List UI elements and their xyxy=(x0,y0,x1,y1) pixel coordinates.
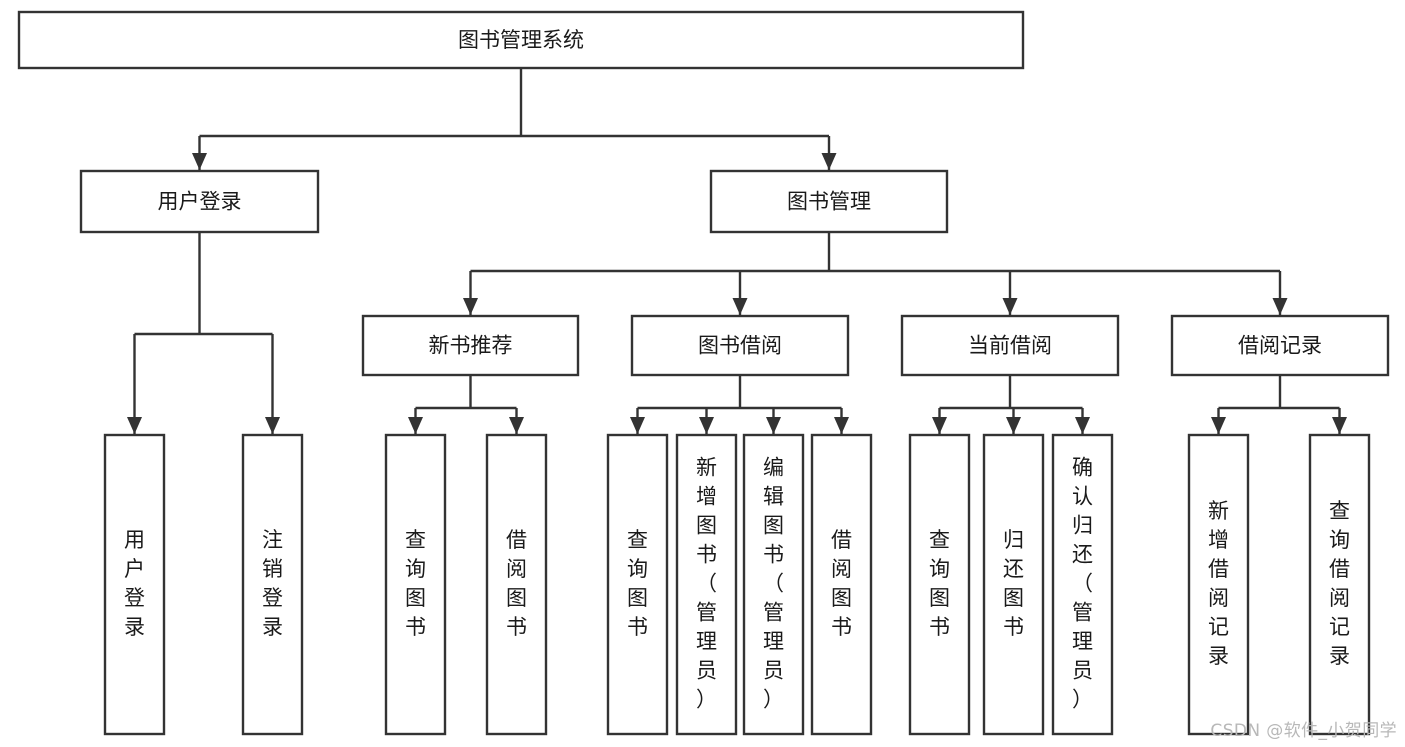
node-leaf-edit-book-admin-box xyxy=(742,433,805,736)
node-leaf-query-book-current-label: 查询图书 xyxy=(929,528,950,639)
connector-layer xyxy=(127,68,1347,434)
node-leaf-add-borrow-record-box xyxy=(1187,433,1250,736)
arrow-head-icon xyxy=(1002,298,1018,315)
node-leaf-borrow-book[interactable]: 借阅图书 xyxy=(810,433,873,736)
arrow-head-icon xyxy=(1075,417,1090,434)
node-l2-book-borrow[interactable]: 图书借阅 xyxy=(630,314,850,377)
node-l2-borrow-record-label: 借阅记录 xyxy=(1238,334,1322,358)
node-l1-user-login-label: 用户登录 xyxy=(158,190,242,214)
node-leaf-confirm-return-admin-box xyxy=(1051,433,1114,736)
node-leaf-add-borrow-record[interactable]: 新增借阅记录 xyxy=(1187,433,1250,736)
node-leaf-query-book-borrow[interactable]: 查询图书 xyxy=(606,433,669,736)
arrow-head-icon xyxy=(821,153,837,170)
arrow-head-icon xyxy=(766,417,781,434)
arrow-head-icon xyxy=(1272,298,1288,315)
arrow-head-icon xyxy=(1211,417,1226,434)
node-leaf-logout-login-box xyxy=(241,433,304,736)
arrow-head-icon xyxy=(932,417,947,434)
node-root[interactable]: 图书管理系统 xyxy=(17,10,1025,70)
node-l1-book-manage-box xyxy=(709,169,949,234)
node-l2-new-book-recommend[interactable]: 新书推荐 xyxy=(361,314,580,377)
node-leaf-return-book[interactable]: 归还图书 xyxy=(982,433,1045,736)
arrow-head-icon xyxy=(1332,417,1347,434)
node-leaf-query-borrow-record[interactable]: 查询借阅记录 xyxy=(1308,433,1371,736)
node-leaf-user-login-box xyxy=(103,433,166,736)
node-leaf-query-book-borrow-box xyxy=(606,433,669,736)
arrow-head-icon xyxy=(509,417,524,434)
arrow-head-icon xyxy=(265,417,280,434)
node-leaf-query-book-current[interactable]: 查询图书 xyxy=(908,433,971,736)
arrow-head-icon xyxy=(834,417,849,434)
node-leaf-user-login[interactable]: 用户登录 xyxy=(103,433,166,736)
node-leaf-query-borrow-record-box xyxy=(1308,433,1371,736)
node-l2-current-borrow-box xyxy=(900,314,1120,377)
node-l2-borrow-record[interactable]: 借阅记录 xyxy=(1170,314,1390,377)
node-leaf-borrow-book-label: 借阅图书 xyxy=(831,528,852,639)
node-leaf-return-book-box xyxy=(982,433,1045,736)
node-leaf-user-login-label: 用户登录 xyxy=(124,528,145,639)
node-leaf-query-book-borrow-label: 查询图书 xyxy=(627,528,648,639)
node-root-box xyxy=(17,10,1025,70)
node-leaf-logout-login[interactable]: 注销登录 xyxy=(241,433,304,736)
node-l1-user-login-box xyxy=(79,169,320,234)
arrow-head-icon xyxy=(1006,417,1021,434)
node-leaf-add-book-admin-label: 新增图书（管理员） xyxy=(696,456,717,712)
node-leaf-add-book-admin-box xyxy=(675,433,738,736)
arrow-head-icon xyxy=(463,298,478,315)
node-l2-current-borrow-label: 当前借阅 xyxy=(968,334,1052,358)
arrow-head-icon xyxy=(732,298,748,315)
node-leaf-confirm-return-admin-label: 确认归还（管理员） xyxy=(1072,456,1093,712)
node-leaf-edit-book-admin-label: 编辑图书（管理员） xyxy=(763,456,784,712)
node-leaf-query-book-current-box xyxy=(908,433,971,736)
node-l2-current-borrow[interactable]: 当前借阅 xyxy=(900,314,1120,377)
node-leaf-edit-book-admin[interactable]: 编辑图书（管理员） xyxy=(742,433,805,736)
arrow-head-icon xyxy=(192,153,207,170)
node-l2-book-borrow-label: 图书借阅 xyxy=(698,334,782,358)
node-l1-book-manage[interactable]: 图书管理 xyxy=(709,169,949,234)
node-leaf-confirm-return-admin[interactable]: 确认归还（管理员） xyxy=(1051,433,1114,736)
node-leaf-borrow-book-box xyxy=(810,433,873,736)
node-leaf-add-book-admin[interactable]: 新增图书（管理员） xyxy=(675,433,738,736)
node-leaf-borrow-book-recommend-box xyxy=(485,433,548,736)
node-l2-new-book-recommend-label: 新书推荐 xyxy=(429,334,513,358)
node-leaf-add-borrow-record-label: 新增借阅记录 xyxy=(1208,499,1229,668)
node-leaf-query-borrow-record-label: 查询借阅记录 xyxy=(1329,499,1350,668)
node-l2-book-borrow-box xyxy=(630,314,850,377)
node-leaf-borrow-book-recommend-label: 借阅图书 xyxy=(506,528,527,639)
node-leaf-query-book-recommend[interactable]: 查询图书 xyxy=(384,433,447,736)
node-l1-book-manage-label: 图书管理 xyxy=(787,190,871,214)
arrow-head-icon xyxy=(408,417,423,434)
node-layer: 图书管理系统用户登录图书管理新书推荐图书借阅当前借阅借阅记录用户登录注销登录查询… xyxy=(17,10,1390,736)
node-leaf-logout-login-label: 注销登录 xyxy=(262,528,283,639)
arrow-head-icon xyxy=(699,417,714,434)
node-l2-borrow-record-box xyxy=(1170,314,1390,377)
arrow-head-icon xyxy=(127,417,142,434)
node-leaf-return-book-label: 归还图书 xyxy=(1003,528,1024,639)
node-leaf-query-book-recommend-box xyxy=(384,433,447,736)
node-l1-user-login[interactable]: 用户登录 xyxy=(79,169,320,234)
arrow-head-icon xyxy=(630,417,645,434)
node-leaf-query-book-recommend-label: 查询图书 xyxy=(405,528,426,639)
node-leaf-borrow-book-recommend[interactable]: 借阅图书 xyxy=(485,433,548,736)
node-root-label: 图书管理系统 xyxy=(458,28,584,52)
node-l2-new-book-recommend-box xyxy=(361,314,580,377)
